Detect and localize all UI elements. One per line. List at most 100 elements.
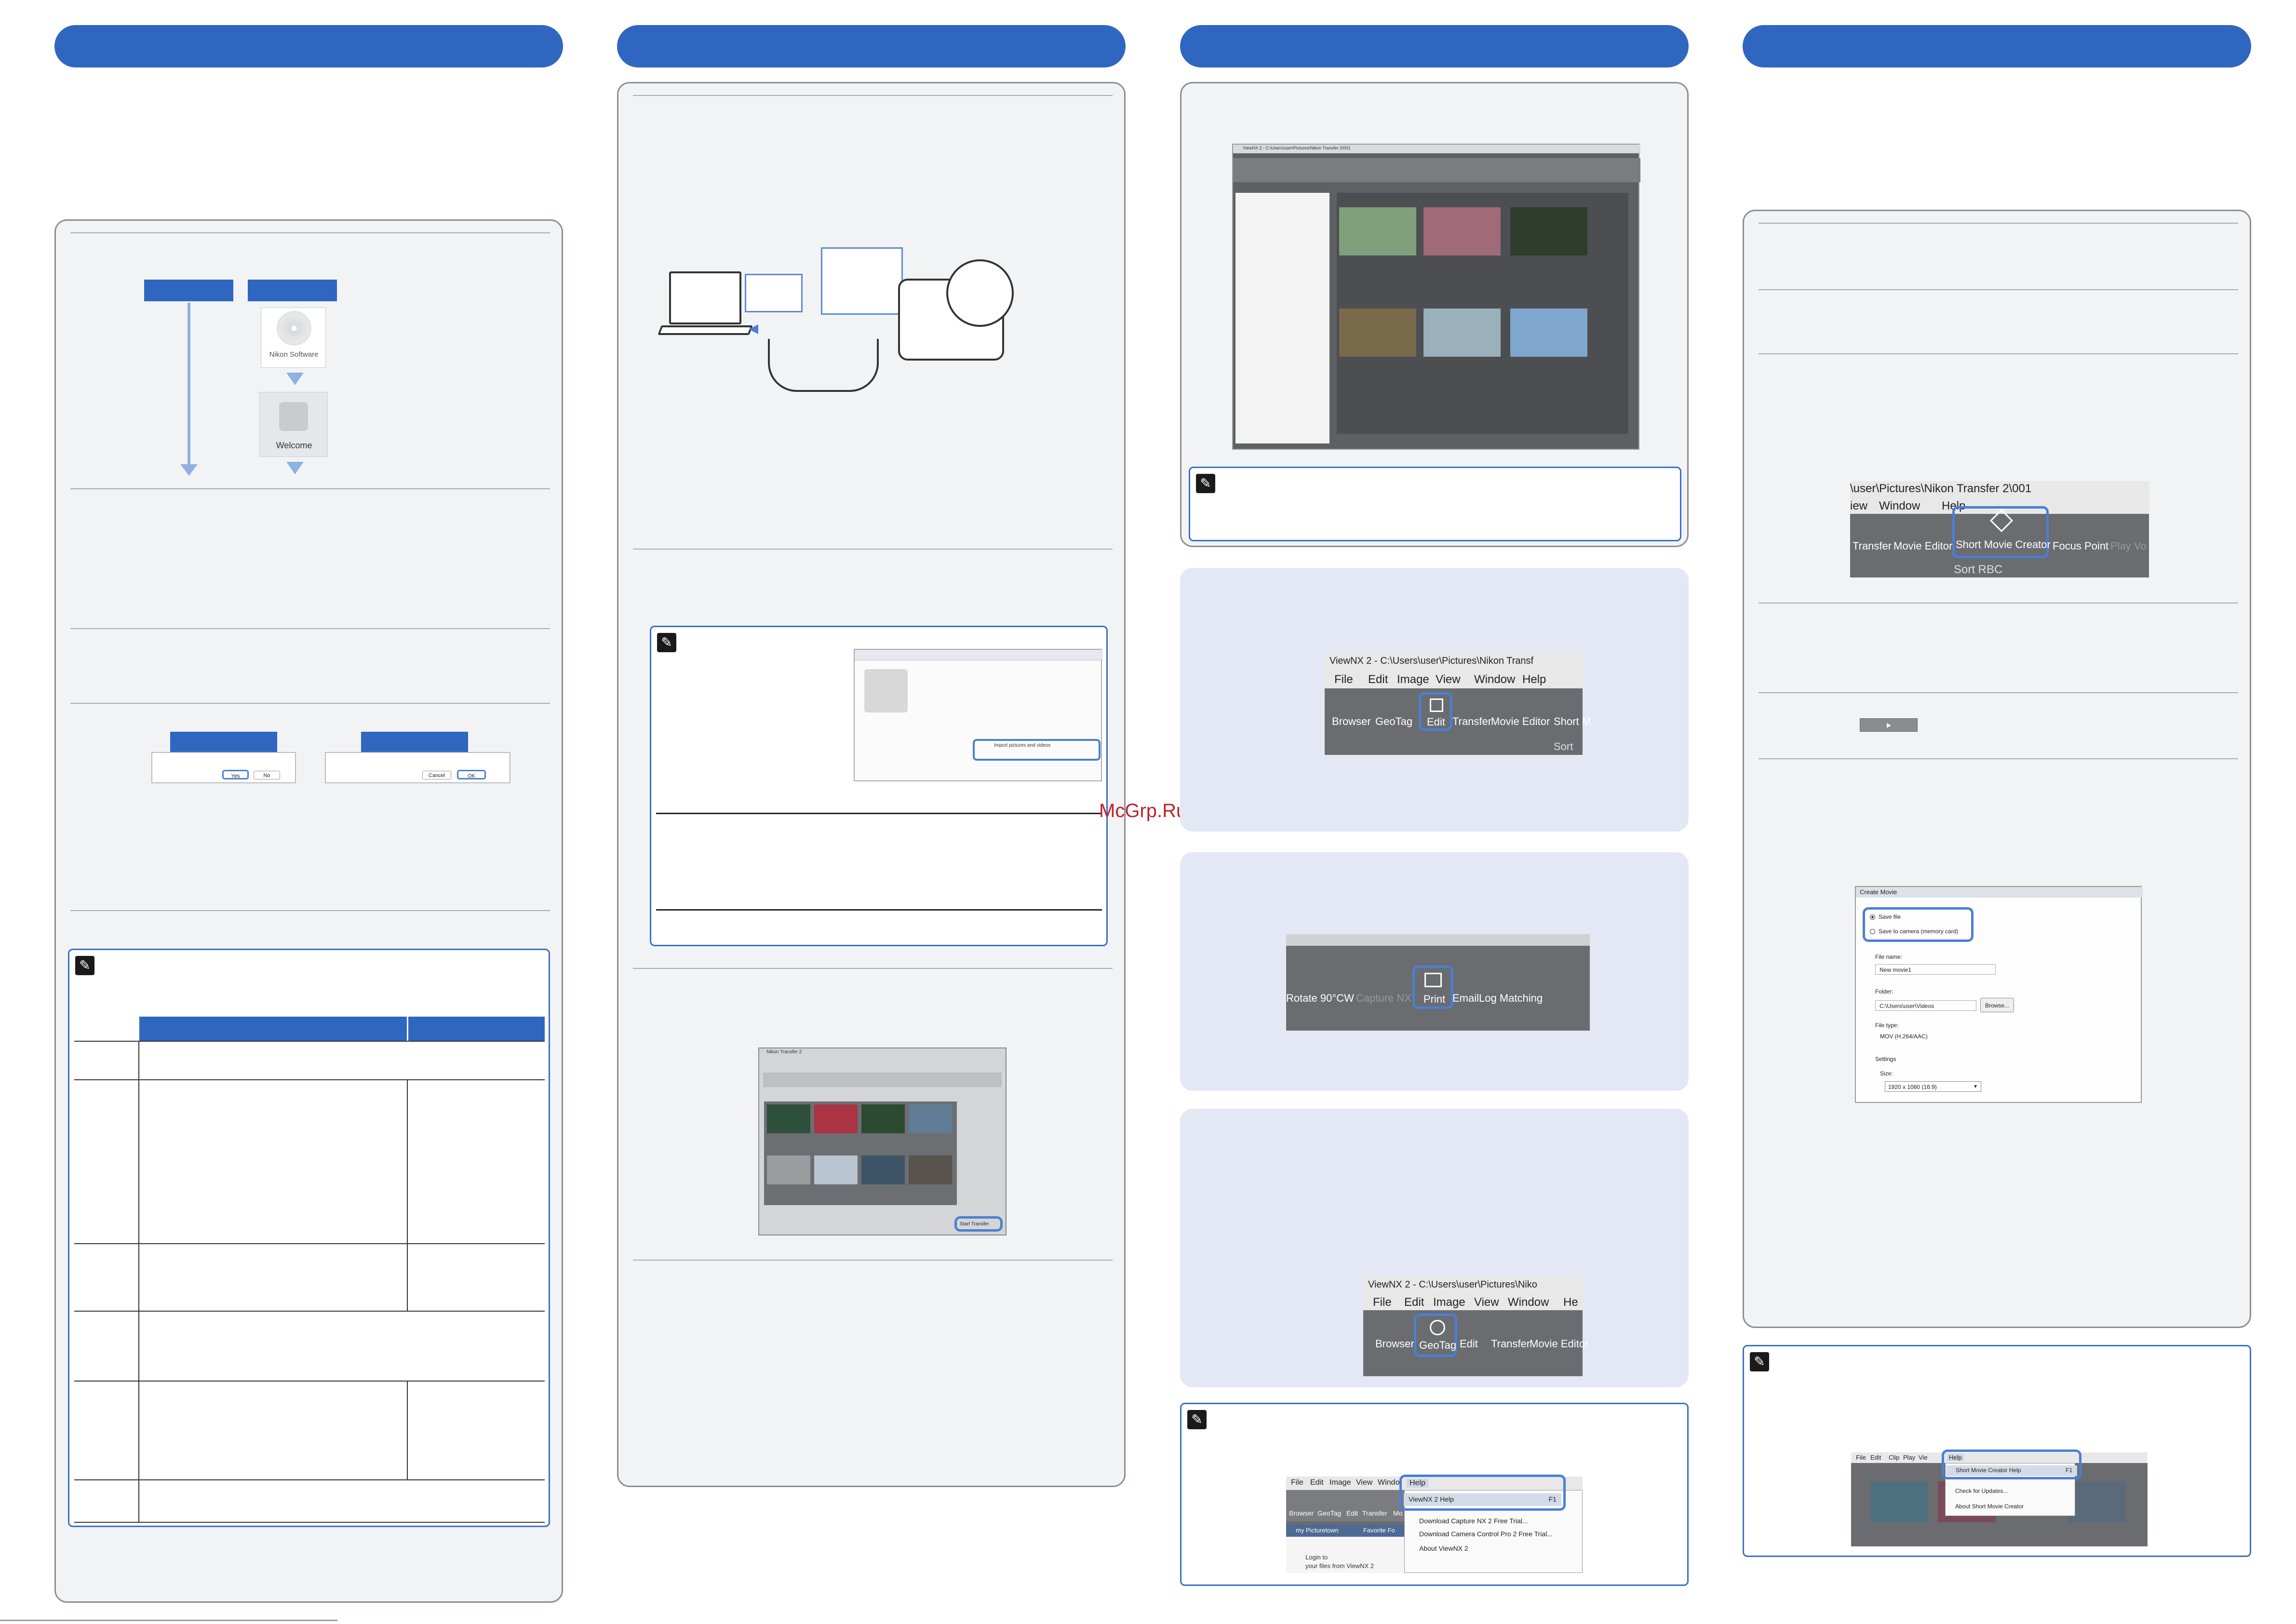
play-button[interactable] xyxy=(1860,718,1918,732)
menu-window[interactable]: Windo xyxy=(1378,1478,1400,1487)
menu-view[interactable]: View xyxy=(1474,1296,1499,1309)
menu-edit[interactable]: Edit xyxy=(1368,673,1388,686)
dialog-b-ok-button[interactable]: OK xyxy=(457,770,486,779)
print-panel: Rotate 90°CW Capture NX Print Email Log … xyxy=(1180,852,1689,1091)
menu-item-download-cnx[interactable]: Download Capture NX 2 Free Trial... xyxy=(1419,1517,1528,1525)
file-name-label: File name: xyxy=(1875,953,1903,960)
menu-help-open[interactable]: Help xyxy=(1947,1454,1964,1461)
tool-browser[interactable]: Browser xyxy=(1332,715,1371,727)
smc-toolbar-shot: \user\Pictures\Nikon Transfer 2\001 iew … xyxy=(1850,481,2149,577)
tool-transfer[interactable]: Transfer xyxy=(1853,540,1892,552)
menu-view[interactable]: iew xyxy=(1850,499,1868,512)
help-highlight[interactable]: Help ViewNX 2 Help F1 xyxy=(1399,1475,1566,1511)
viewnx-grid xyxy=(1337,193,1628,434)
menu-item-smc-help[interactable]: Short Movie Creator Help F1 xyxy=(1946,1465,2077,1476)
tool-geotag[interactable]: GeoTag xyxy=(1375,715,1413,727)
tool-movie[interactable]: Mo xyxy=(1393,1509,1403,1517)
tool-movie-editor[interactable]: Movie Editor xyxy=(1893,540,1953,552)
tool-edit-highlight[interactable]: Edit xyxy=(1419,692,1452,731)
movie-panel: \user\Pictures\Nikon Transfer 2\001 iew … xyxy=(1743,210,2251,1328)
tool-short-movie-creator-highlight[interactable]: Short Movie Creator xyxy=(1952,506,2051,558)
radio-save-camera[interactable] xyxy=(1870,929,1875,934)
tool-edit[interactable]: Edit xyxy=(1460,1338,1478,1350)
tool-capture-nx[interactable]: Capture NX xyxy=(1356,992,1411,1004)
tab-picturetown[interactable]: my Picturetown xyxy=(1296,1527,1339,1534)
dialog-b-cancel-button[interactable]: Cancel xyxy=(422,771,451,779)
menu-edit[interactable]: Edit xyxy=(1404,1296,1424,1309)
section-header-4 xyxy=(1743,25,2251,67)
tool-transfer[interactable]: Transfer xyxy=(1452,715,1492,727)
menu-clip[interactable]: Clip xyxy=(1889,1454,1900,1461)
folder-input[interactable]: C:\Users\user\Videos xyxy=(1875,1000,1976,1011)
install-panel: Nikon Software Welcome Yes No Cancel OK … xyxy=(54,219,563,1603)
tool-rotate[interactable]: Rotate 90°CW xyxy=(1286,992,1354,1004)
menu-item-about-smc[interactable]: About Short Movie Creator xyxy=(1955,1503,2024,1510)
menu-file[interactable]: File xyxy=(1334,673,1353,686)
tool-edit-label: Edit xyxy=(1427,716,1445,728)
welcome-card: Welcome xyxy=(259,392,328,457)
tool-play[interactable]: Play Vo xyxy=(2110,540,2147,552)
pencil-note-icon: ✎ xyxy=(1196,474,1215,493)
menu-image[interactable]: Image xyxy=(1433,1296,1465,1309)
menu-file[interactable]: File xyxy=(1373,1296,1392,1309)
menu-view[interactable]: Vie xyxy=(1919,1454,1928,1461)
start-transfer-button[interactable]: Start Transfer xyxy=(954,1216,1003,1232)
geotag-panel: ViewNX 2 - C:\Users\user\Pictures\Niko F… xyxy=(1180,1109,1689,1387)
menu-file[interactable]: File xyxy=(1856,1454,1866,1461)
connect-panel: ✎ Import pictures and videos Nikon Trans… xyxy=(617,82,1126,1487)
menu-help-open[interactable]: Help xyxy=(1407,1479,1428,1488)
menu-view[interactable]: View xyxy=(1356,1478,1373,1487)
menu-edit[interactable]: Edit xyxy=(1310,1478,1324,1487)
tool-browser[interactable]: Browser xyxy=(1289,1509,1314,1517)
tool-movie-editor[interactable]: Movie Editor xyxy=(1530,1338,1589,1350)
tool-transfer[interactable]: Transfer xyxy=(1362,1509,1387,1517)
menu-play[interactable]: Play xyxy=(1903,1454,1916,1461)
arrow-down-icon xyxy=(286,373,304,385)
menu-file[interactable]: File xyxy=(1291,1478,1303,1487)
smc-help-highlight[interactable]: Help Short Movie Creator Help F1 xyxy=(1942,1450,2081,1479)
menu-item-viewnx-help[interactable]: ViewNX 2 Help F1 xyxy=(1404,1493,1561,1506)
dialog-b: Cancel OK xyxy=(325,752,510,783)
menu-image[interactable]: Image xyxy=(1329,1478,1351,1487)
pencil-note-icon: ✎ xyxy=(75,956,94,975)
tool-log-matching[interactable]: Log Matching xyxy=(1479,992,1543,1004)
tool-movie-editor[interactable]: Movie Editor xyxy=(1491,715,1550,727)
menu-window[interactable]: Window xyxy=(1508,1296,1549,1309)
sort-label[interactable]: Sort RBC xyxy=(1954,563,2003,576)
dialog-label-a xyxy=(170,732,277,752)
autoplay-note: ✎ Import pictures and videos xyxy=(650,626,1108,946)
menu-help[interactable]: Help xyxy=(1522,673,1546,686)
size-select[interactable]: 1920 x 1080 (16:9) ▼ xyxy=(1885,1081,1981,1092)
size-label: Size: xyxy=(1880,1070,1893,1077)
dialog-a: Yes No xyxy=(151,752,296,783)
menu-view[interactable]: View xyxy=(1436,673,1461,686)
tool-focus-point[interactable]: Focus Point xyxy=(2053,540,2109,552)
tool-browser[interactable]: Browser xyxy=(1375,1338,1414,1350)
requirements-note: ✎ xyxy=(68,949,550,1527)
menu-image[interactable]: Image xyxy=(1397,673,1429,686)
section-header-2 xyxy=(617,25,1126,67)
tool-short-movie[interactable]: Short M xyxy=(1554,715,1591,727)
menu-window[interactable]: Window xyxy=(1879,499,1920,512)
dialog-a-yes-button[interactable]: Yes xyxy=(222,770,249,779)
menu-item-download-ccp[interactable]: Download Camera Control Pro 2 Free Trial… xyxy=(1419,1530,1553,1538)
tool-edit[interactable]: Edit xyxy=(1346,1509,1358,1517)
menu-item-check-updates[interactable]: Check for Updates... xyxy=(1955,1488,2008,1494)
import-caption: Import pictures and videos xyxy=(994,743,1051,748)
tool-geotag[interactable]: GeoTag xyxy=(1317,1509,1342,1517)
menu-item-about[interactable]: About ViewNX 2 xyxy=(1419,1544,1468,1552)
file-name-input[interactable]: New movie1 xyxy=(1875,964,1996,975)
tab-favorite[interactable]: Favorite Fo xyxy=(1363,1527,1395,1534)
import-option[interactable]: Import pictures and videos xyxy=(973,739,1101,761)
menu-window[interactable]: Window xyxy=(1474,673,1516,686)
radio-save-file[interactable] xyxy=(1870,914,1875,920)
browse-button[interactable]: Browse... xyxy=(1980,998,2014,1012)
tool-transfer[interactable]: Transfer xyxy=(1491,1338,1531,1350)
sort-label[interactable]: Sort xyxy=(1554,740,1573,752)
tool-email[interactable]: Email xyxy=(1452,992,1479,1004)
tool-print-highlight[interactable]: Print xyxy=(1412,966,1453,1009)
dialog-a-no-button[interactable]: No xyxy=(254,771,280,779)
menu-help[interactable]: He xyxy=(1563,1296,1578,1309)
tool-geotag-highlight[interactable]: GeoTag xyxy=(1414,1314,1457,1357)
menu-edit[interactable]: Edit xyxy=(1870,1454,1881,1461)
